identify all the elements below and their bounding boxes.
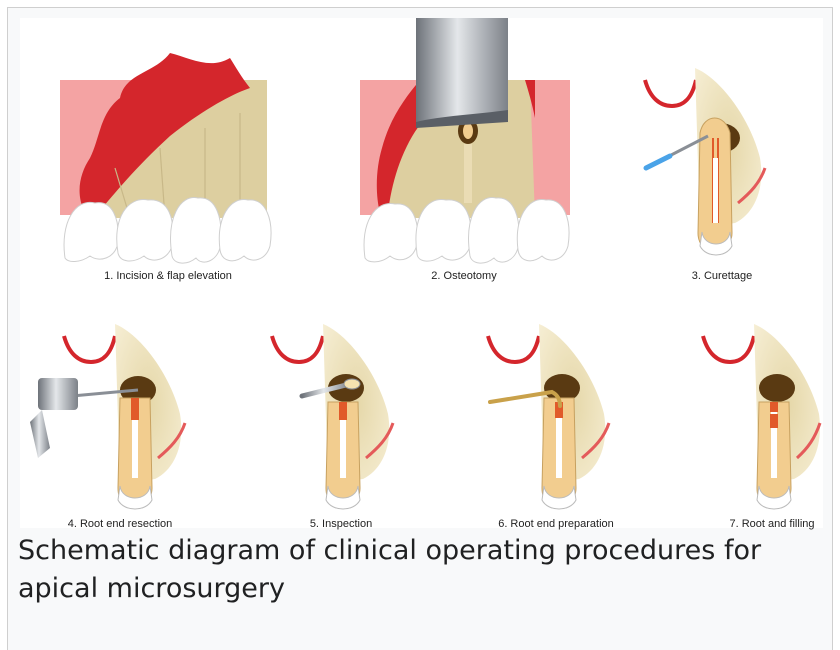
step-3-label: 3. Curettage — [692, 270, 753, 282]
panel-3-curettage — [645, 68, 765, 255]
procedure-diagram: 1. Incision & flap elevation 2. Osteotom… — [20, 18, 823, 528]
panel-7-root-and-filling — [703, 324, 820, 509]
panel-2-osteotomy — [360, 18, 570, 263]
figure-frame: 1. Incision & flap elevation 2. Osteotom… — [7, 7, 833, 650]
step-7-label: 7. Root and filling — [730, 518, 815, 530]
step-6-label: 6. Root end preparation — [498, 518, 614, 530]
step-2-label: 2. Osteotomy — [431, 270, 496, 282]
figure-caption: Schematic diagram of clinical operating … — [18, 532, 818, 608]
panel-1-incision-flap — [60, 53, 271, 263]
step-1-label: 1. Incision & flap elevation — [104, 270, 232, 282]
panel-5-inspection — [272, 324, 393, 509]
panel-4-root-end-resection — [30, 324, 185, 509]
panel-6-root-end-preparation — [488, 324, 609, 509]
step-5-label: 5. Inspection — [310, 518, 372, 530]
step-4-label: 4. Root end resection — [68, 518, 173, 530]
